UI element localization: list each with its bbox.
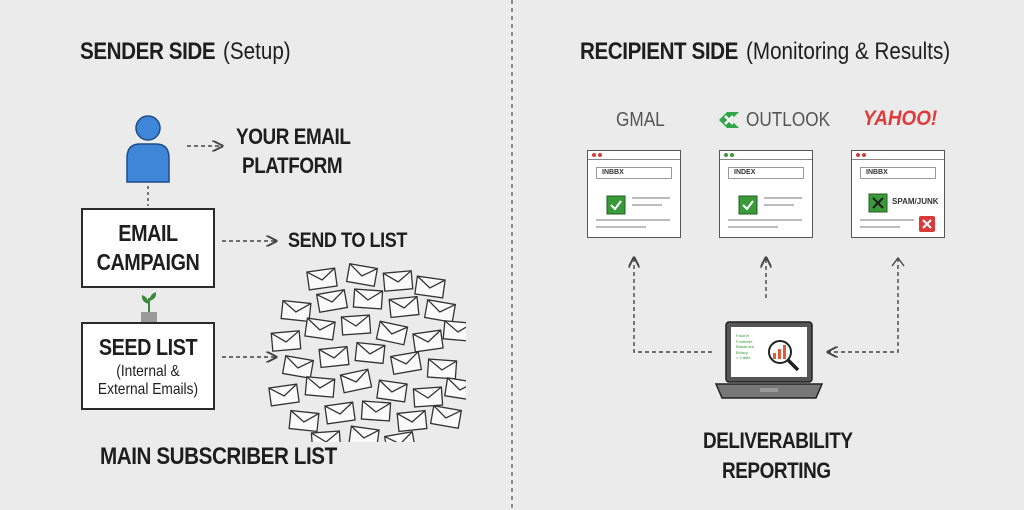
- magnifier-chart-icon: [768, 340, 800, 372]
- arrow-to-yahoo: [828, 258, 899, 352]
- envelope-icon: [270, 330, 302, 352]
- window-titlebar: [588, 151, 680, 160]
- laptop-screen-text: Fault le Fonthelle Blasta ant Bhlacy = 2…: [736, 333, 754, 361]
- outlook-text-lines-bottom: [728, 219, 802, 233]
- envelope-icon: [423, 298, 457, 324]
- envelope-icon: [412, 329, 444, 353]
- deliverability-label-line2: REPORTING: [722, 458, 831, 483]
- campaign-line1: EMAIL: [118, 220, 178, 246]
- envelope-icon: [382, 270, 414, 292]
- arrow-to-gmail: [634, 258, 712, 353]
- deliverability-label-line1: DELIVERABILITY: [703, 428, 853, 453]
- sender-connectors: [147, 0, 512, 510]
- envelope-icon: [348, 425, 380, 442]
- seed-line2: (Internal &: [116, 363, 180, 380]
- envelope-icon: [310, 430, 342, 442]
- envelope-icon: [340, 314, 372, 336]
- yahoo-folder-label: INBBX: [860, 167, 936, 179]
- send-to-list-label: SEND TO LIST: [288, 229, 407, 252]
- envelope-icon: [388, 295, 420, 319]
- yahoo-inbox-window: INBBX SPAM/JUNK: [851, 150, 945, 238]
- laptop-line: Bhlacy: [736, 349, 749, 355]
- spam-junk-label: SPAM/JUNK: [892, 197, 939, 206]
- envelope-icon: [281, 354, 315, 380]
- recipient-heading-bold: RECIPIENT SIDE: [580, 38, 738, 65]
- envelope-icon: [360, 400, 392, 422]
- envelope-icon: [429, 404, 463, 430]
- envelope-icon: [375, 320, 409, 346]
- envelope-icon: [412, 386, 444, 408]
- x-mark-icon: [868, 193, 888, 213]
- envelope-icon: [345, 262, 379, 288]
- user-icon: [126, 115, 170, 183]
- gmail-folder-label: INBBX: [596, 167, 672, 179]
- gmail-text-lines-bottom: [596, 219, 670, 233]
- yahoo-text-lines: [860, 219, 914, 233]
- envelope-icon: [268, 383, 300, 407]
- outlook-logo-icon: [719, 112, 739, 128]
- envelope-icon: [444, 377, 466, 401]
- recipient-heading: RECIPIENT SIDE (Monitoring & Results): [580, 38, 983, 66]
- seed-line1: SEED LIST: [98, 334, 198, 360]
- provider-name-yahoo: YAHOO!: [863, 107, 938, 130]
- provider-name-gmail: GMAL: [616, 109, 665, 131]
- main-subscriber-list-label: MAIN SUBSCRIBER LIST: [100, 443, 337, 470]
- spam-alert-icon: [919, 216, 935, 232]
- seed-list-box: SEED LIST (Internal & External Emails): [81, 322, 215, 410]
- seed-line3: External Emails): [97, 381, 199, 398]
- provider-name-outlook: OUTLOOK: [746, 109, 831, 131]
- envelope-icon: [288, 409, 320, 433]
- outlook-folder-label: INDEX: [728, 167, 804, 179]
- envelope-icon: [318, 345, 350, 369]
- recipient-heading-rest: (Monitoring & Results): [745, 38, 950, 65]
- sender-heading-bold: SENDER SIDE: [80, 38, 216, 65]
- envelope-icon: [414, 275, 446, 299]
- sender-heading-rest: (Setup): [223, 38, 291, 65]
- laptop-line: Fault le: [736, 333, 750, 338]
- outlook-text-lines: [764, 197, 802, 211]
- envelope-icon: [280, 299, 312, 323]
- envelope-icon: [354, 341, 386, 365]
- sender-heading: SENDER SIDE (Setup): [80, 38, 302, 66]
- checkmark-icon: [606, 195, 626, 215]
- envelope-icon: [352, 288, 384, 310]
- envelope-icon: [426, 358, 458, 380]
- envelope-icon: [306, 267, 338, 291]
- platform-label-line1: YOUR EMAIL: [236, 124, 351, 149]
- window-titlebar: [852, 151, 944, 160]
- gmail-inbox-window: INBBX: [587, 150, 681, 238]
- laptop-line: = 2 atlfs: [736, 355, 751, 360]
- laptop-line: Blasta ant: [736, 344, 754, 349]
- envelope-icon: [304, 376, 336, 398]
- campaign-line2: CAMPAIGN: [96, 249, 200, 275]
- envelope-icon: [339, 368, 373, 394]
- gmail-text-lines: [632, 197, 670, 211]
- envelope-icon: [376, 379, 408, 403]
- window-titlebar: [720, 151, 812, 160]
- outlook-inbox-window: INDEX: [719, 150, 813, 238]
- envelope-icon: [383, 430, 417, 442]
- envelope-icon: [304, 317, 336, 341]
- checkmark-icon: [738, 195, 758, 215]
- envelope-icon: [442, 320, 466, 342]
- envelope-pile: [268, 262, 466, 442]
- platform-label-line2: PLATFORM: [242, 153, 343, 178]
- envelope-icon: [315, 288, 349, 314]
- envelope-icon: [396, 409, 428, 433]
- envelope-icon: [324, 401, 356, 425]
- envelope-icon: [389, 350, 423, 376]
- seedling-icon: [141, 292, 157, 322]
- email-campaign-box: EMAIL CAMPAIGN: [81, 208, 215, 288]
- laptop-line: Fonthelle: [736, 338, 753, 344]
